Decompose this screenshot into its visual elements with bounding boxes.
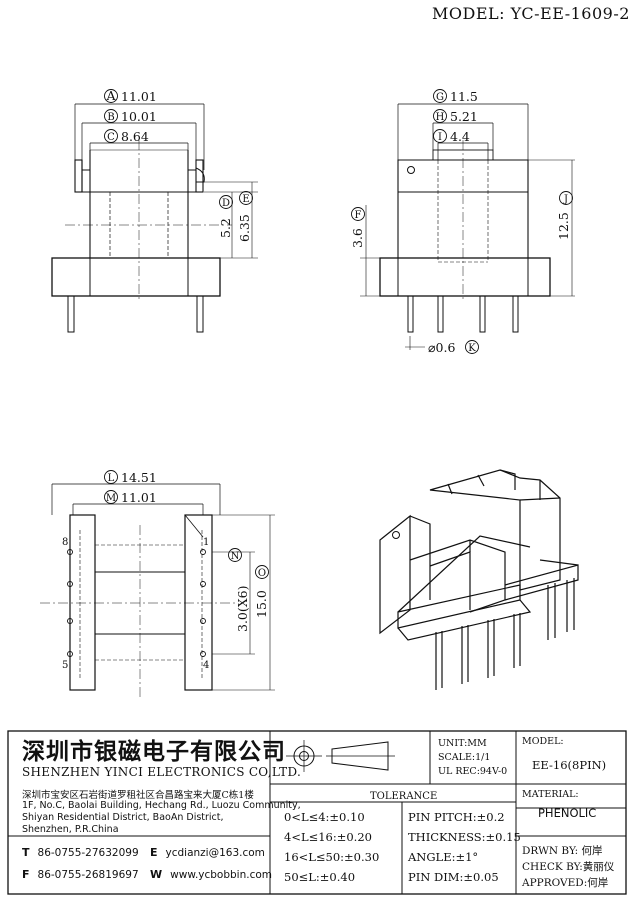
- svg-text:14.51: 14.51: [121, 470, 157, 485]
- dim-M: M 11.01: [104, 490, 157, 505]
- model-value: EE-16(8PIN): [532, 758, 607, 772]
- material-label: MATERIAL:: [522, 789, 579, 800]
- material-value: PHENOLIC: [538, 806, 597, 820]
- svg-text:3.6: 3.6: [350, 228, 365, 248]
- dim-L: L 14.51: [104, 470, 157, 485]
- svg-text:D: D: [222, 198, 230, 209]
- dim-K: ⌀0.6 K: [405, 336, 479, 355]
- tolerance-row-4: 50≤L:±0.40: [284, 870, 356, 884]
- dim-G: G 11.5: [433, 89, 478, 104]
- ul-rec: UL REC:94V-0: [438, 766, 508, 777]
- svg-text:M: M: [106, 493, 116, 504]
- approved-by: APPROVED:何岸: [522, 877, 609, 889]
- pin-1-label: 1: [203, 537, 209, 548]
- svg-text:4.4: 4.4: [450, 129, 470, 144]
- address-en-line-1: 1F, No.C, Baolai Building, Hechang Rd., …: [22, 800, 301, 811]
- svg-text:A: A: [105, 88, 116, 103]
- address-en-line-3: Shenzhen, P.R.China: [22, 824, 119, 835]
- pin-8-label: 8: [62, 537, 68, 548]
- tolerance-row-3: 16<L≤50:±0.30: [284, 850, 380, 864]
- svg-text:G: G: [436, 92, 444, 103]
- svg-text:5.2: 5.2: [218, 218, 233, 238]
- pin-dim: PIN DIM:±0.05: [408, 870, 499, 884]
- svg-text:I: I: [438, 132, 442, 143]
- bottom-view: L 14.51 M 11.01 8 1 5 4: [40, 470, 275, 700]
- side-view: G 11.5 H 5.21 I 4.4: [350, 89, 575, 355]
- scale: SCALE:1/1: [438, 752, 491, 763]
- dim-J: J 12.5: [556, 191, 573, 240]
- dim-D: D 5.2: [218, 195, 233, 238]
- svg-text:K: K: [468, 343, 476, 354]
- svg-text:F: F: [355, 210, 362, 221]
- svg-text:11.01: 11.01: [121, 89, 157, 104]
- svg-text:N: N: [231, 551, 240, 562]
- svg-text:E: E: [242, 194, 249, 205]
- fax: F 86-0755-26819697: [22, 868, 139, 881]
- thickness: THICKNESS:±0.15: [408, 830, 521, 844]
- svg-text:11.01: 11.01: [121, 490, 157, 505]
- svg-text:10.01: 10.01: [121, 109, 157, 124]
- drawn-by: DRWN BY: 何岸: [522, 845, 603, 857]
- tolerance-title: TOLERANCE: [370, 791, 438, 802]
- model-number: MODEL: YC-EE-1609-2: [432, 4, 630, 23]
- svg-text:8.64: 8.64: [121, 129, 149, 144]
- phone-label: T: [22, 846, 30, 859]
- dim-C: C 8.64: [104, 129, 149, 144]
- email-label: E: [150, 846, 158, 859]
- svg-text:O: O: [258, 568, 266, 579]
- dim-H: H 5.21: [433, 109, 478, 124]
- pin-5-label: 5: [62, 660, 68, 671]
- email-value: ycdianzi@163.com: [165, 847, 265, 859]
- svg-text:H: H: [436, 112, 445, 123]
- company-name-en: SHENZHEN YINCI ELECTRONICS CO,LTD.: [22, 765, 302, 779]
- svg-text:B: B: [107, 112, 114, 123]
- fax-value: 86-0755-26819697: [37, 869, 139, 881]
- company-name-cn: 深圳市银磁电子有限公司: [22, 738, 286, 765]
- tolerance-row-2: 4<L≤16:±0.20: [284, 830, 372, 844]
- svg-text:5.21: 5.21: [450, 109, 478, 124]
- pin-pitch: PIN PITCH:±0.2: [408, 810, 505, 824]
- front-view: A 11.01 B 10.01 C 8.64: [51, 88, 258, 333]
- dim-E: E 6.35: [237, 191, 253, 242]
- dim-B: B 10.01: [104, 109, 157, 124]
- svg-text:3.0(X6): 3.0(X6): [235, 586, 250, 632]
- svg-text:J: J: [563, 194, 568, 205]
- dim-A: A 11.01: [104, 88, 157, 104]
- phone: T 86-0755-27632099: [22, 846, 139, 859]
- dim-I: I 4.4: [433, 129, 470, 144]
- address-cn: 深圳市宝安区石岩街道罗租社区合昌路宝来大厦C栋1楼: [22, 790, 254, 801]
- model-label: MODEL:: [522, 736, 564, 747]
- svg-text:6.35: 6.35: [237, 214, 252, 242]
- checked-by: CHECK BY:黄丽仪: [522, 861, 615, 873]
- title-block-frame: [7, 730, 627, 895]
- dim-F: F 3.6: [350, 207, 365, 248]
- phone-value: 86-0755-27632099: [37, 847, 139, 859]
- website-value: www.ycbobbin.com: [170, 869, 273, 881]
- svg-text:11.5: 11.5: [450, 89, 478, 104]
- address-en-line-2: Shiyan Residential District, BaoAn Distr…: [22, 812, 224, 823]
- dim-N: N 3.0(X6): [228, 548, 250, 632]
- svg-text:12.5: 12.5: [556, 212, 571, 240]
- dim-O: O 15.0: [254, 565, 269, 618]
- svg-text:⌀0.6: ⌀0.6: [428, 340, 455, 355]
- svg-text:C: C: [107, 132, 115, 143]
- svg-text:15.0: 15.0: [254, 590, 269, 618]
- angle: ANGLE:±1°: [408, 850, 479, 864]
- pin-4-label: 4: [203, 660, 209, 671]
- unit: UNIT:MM: [438, 738, 487, 749]
- website-label: W: [150, 868, 163, 881]
- isometric-view: [379, 469, 579, 690]
- fax-label: F: [22, 868, 30, 881]
- svg-text:L: L: [108, 473, 115, 484]
- tolerance-row-1: 0<L≤4:±0.10: [284, 810, 365, 824]
